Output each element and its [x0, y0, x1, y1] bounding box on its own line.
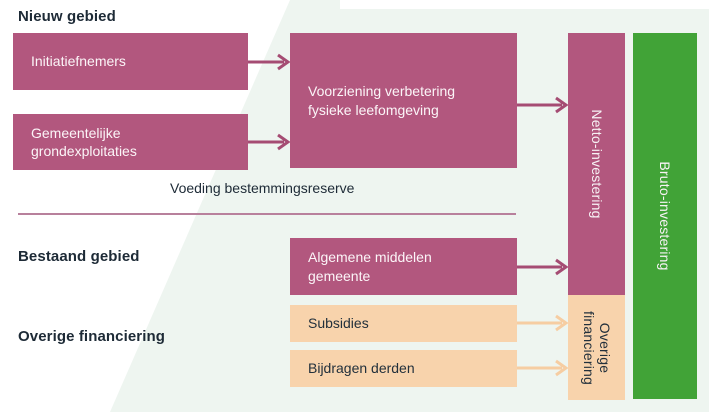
bar-overige-financiering: Overige financiering	[568, 295, 625, 400]
box-subsidies-label: Subsidies	[308, 315, 369, 332]
box-bijdragen-derden-label: Bijdragen derden	[308, 360, 415, 377]
box-gemeentelijke-grondexploitaties: Gemeentelijke grondexploitaties	[13, 114, 248, 170]
box-bijdragen-derden: Bijdragen derden	[290, 350, 517, 387]
box-algemene-middelen: Algemene middelen gemeente	[290, 238, 517, 295]
box-subsidies: Subsidies	[290, 305, 517, 342]
bar-bruto-investering-label: Bruto-investering	[657, 161, 673, 271]
section-heading-overige-financiering: Overige financiering	[18, 328, 166, 345]
bar-netto-investering: Netto-investering	[568, 33, 625, 295]
caption-voeding-bestemmingsreserve: Voeding bestemmingsreserve	[170, 180, 355, 196]
bar-netto-investering-label: Netto-investering	[588, 109, 605, 219]
arrow-grondexploitaties-to-voorziening	[248, 133, 290, 151]
section-heading-nieuw-gebied: Nieuw gebied	[18, 8, 116, 25]
section-heading-bestaand-gebied: Bestaand gebied	[18, 248, 140, 265]
box-algemene-middelen-label: Algemene middelen gemeente	[308, 249, 432, 284]
arrow-algemene-to-netto	[517, 258, 568, 276]
box-initiatiefnemers-label: Initiatiefnemers	[31, 53, 126, 70]
box-initiatiefnemers: Initiatiefnemers	[13, 33, 248, 90]
bar-overige-financiering-label: Overige financiering	[580, 310, 613, 385]
arrow-initiatiefnemers-to-voorziening	[248, 53, 290, 71]
divider-line	[18, 213, 516, 215]
arrow-bijdragen-to-overige	[517, 359, 568, 377]
bar-bruto-investering: Bruto-investering	[633, 33, 697, 399]
arrow-voorziening-to-netto	[517, 96, 568, 114]
box-gemeentelijke-grondexploitaties-label: Gemeentelijke grondexploitaties	[31, 124, 137, 159]
box-voorziening: Voorziening verbetering fysieke leefomge…	[290, 33, 517, 168]
arrow-subsidies-to-overige	[517, 314, 568, 332]
box-voorziening-label: Voorziening verbetering fysieke leefomge…	[308, 83, 456, 118]
